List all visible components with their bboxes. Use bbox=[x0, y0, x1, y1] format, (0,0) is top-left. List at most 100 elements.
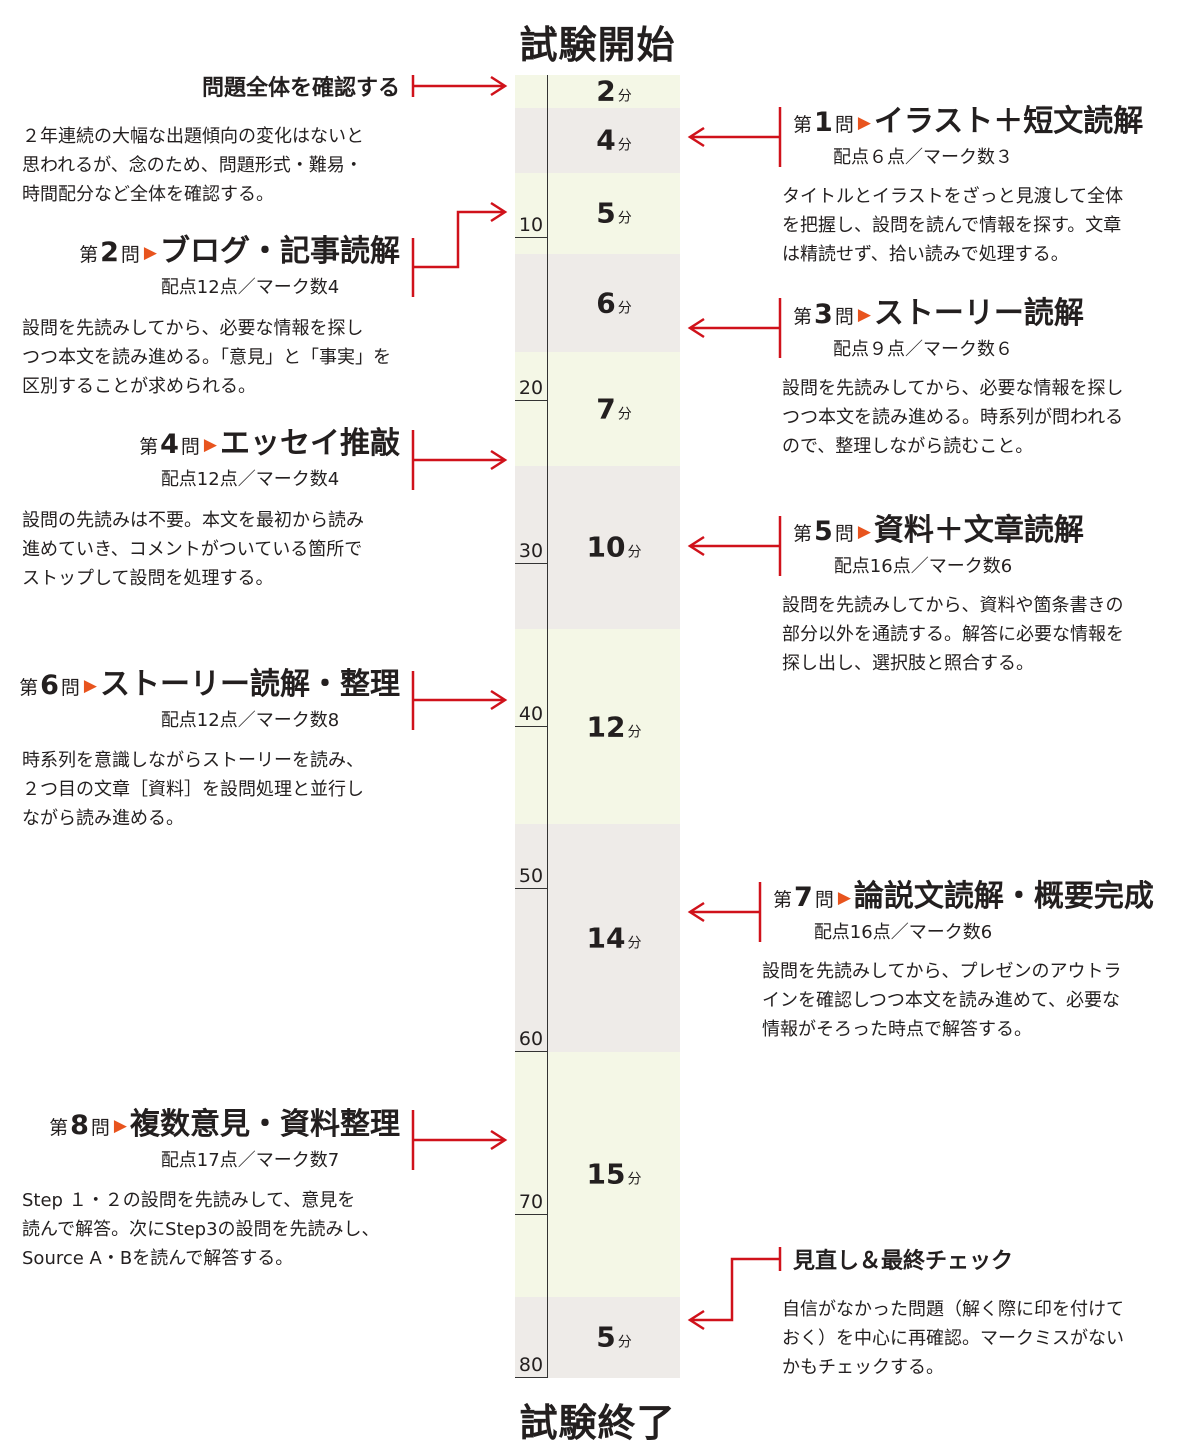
connector-arrow bbox=[490, 201, 508, 223]
description-line: つつ本文を読み進める。時系列が問われる bbox=[782, 407, 1124, 428]
description-text: 設問の先読みは不要。本文を最初から読み進めていき、コメントがついている箇所でスト… bbox=[22, 506, 364, 593]
connector-arrow bbox=[490, 689, 508, 711]
minute-tick-label: 50 bbox=[515, 864, 547, 890]
connector-arrow bbox=[490, 1129, 508, 1151]
description-text: 設問を先読みしてから、必要な情報を探しつつ本文を読み進める。時系列が問われるので… bbox=[782, 374, 1123, 461]
segment-minutes: 4 bbox=[596, 123, 616, 157]
connector-arrow bbox=[490, 449, 508, 471]
question-title: 論説文読解・概要完成 bbox=[853, 879, 1154, 914]
segment-minutes: 10 bbox=[586, 530, 626, 564]
description-line: 自信がなかった問題（解く際に印を付けて bbox=[782, 1299, 1124, 1320]
description-line: は精読せず、拾い読みで処理する。 bbox=[782, 244, 1069, 265]
minute-unit: 分 bbox=[617, 210, 632, 227]
triangle-right-icon: ▶ bbox=[837, 888, 851, 908]
description-line: 設問を先読みしてから、必要な情報を探し bbox=[22, 318, 364, 339]
score-info: 配点12点／マーク数4 bbox=[160, 469, 340, 490]
description-text: 時系列を意識しながらストーリーを読み、２つ目の文章［資料］を設問処理と並行しなが… bbox=[22, 746, 364, 833]
triangle-right-icon: ▶ bbox=[857, 305, 871, 325]
question-suffix: 問 bbox=[120, 244, 140, 266]
question-number: 7 bbox=[794, 882, 813, 913]
connector-arrow bbox=[690, 298, 782, 358]
connector-arrow bbox=[411, 1110, 505, 1170]
triangle-right-icon: ▶ bbox=[203, 435, 217, 455]
segment-minutes: 5 bbox=[596, 196, 616, 230]
minute-tick-label: 20 bbox=[515, 376, 547, 401]
score-info: 配点17点／マーク数7 bbox=[160, 1150, 340, 1171]
description-line: タイトルとイラストをざっと見渡して全体 bbox=[782, 186, 1124, 207]
description-line: ストップして設問を処理する。 bbox=[22, 568, 274, 589]
minute-unit: 分 bbox=[617, 300, 632, 317]
time-segment bbox=[515, 351, 680, 466]
minute-unit: 分 bbox=[617, 88, 632, 105]
question-number: 6 bbox=[40, 670, 59, 701]
description-line: インを確認しつつ本文を読み進めて、必要な bbox=[762, 990, 1121, 1011]
question-suffix: 問 bbox=[834, 523, 854, 545]
question-number: 2 bbox=[100, 237, 119, 268]
minute-tick-label: 10 bbox=[515, 213, 547, 238]
question-prefix: 第 bbox=[793, 114, 813, 136]
minute-unit: 分 bbox=[627, 935, 642, 952]
question-title: ストーリー読解・整理 bbox=[100, 667, 400, 702]
connector-arrow bbox=[690, 107, 782, 167]
description-text: 設問を先読みしてから、資料や箇条書きの部分以外を通読する。解答に必要な情報を探し… bbox=[782, 591, 1124, 678]
time-segment bbox=[515, 172, 680, 255]
connector-arrow bbox=[687, 901, 705, 923]
triangle-right-icon: ▶ bbox=[857, 522, 871, 542]
question-title: ブログ・記事読解 bbox=[160, 234, 400, 269]
section-title: 見直し＆最終チェック bbox=[793, 1249, 1014, 1274]
connector-arrow bbox=[690, 882, 762, 942]
triangle-right-icon: ▶ bbox=[857, 113, 871, 133]
description-line: ２つ目の文章［資料］を設問処理と並行し bbox=[22, 779, 364, 800]
score-info: 配点12点／マーク数4 bbox=[160, 277, 340, 298]
time-segment bbox=[515, 107, 680, 173]
connector-arrow bbox=[690, 1247, 782, 1322]
question-suffix: 問 bbox=[60, 677, 80, 699]
description-line: 思われるが、念のため、問題形式・難易・ bbox=[22, 155, 363, 176]
description-text: Step １・２の設問を先読みして、意見を読んで解答。次にStep3の設問を先読… bbox=[22, 1186, 380, 1273]
description-line: おく）を中心に再確認。マークミスがない bbox=[782, 1328, 1124, 1349]
time-segment bbox=[515, 824, 680, 1053]
segment-minutes: 14 bbox=[586, 921, 626, 955]
connector-arrow bbox=[690, 516, 782, 576]
exam-end-title: 試験終了 bbox=[519, 1401, 676, 1445]
minute-tick-label: 40 bbox=[515, 702, 547, 727]
question-title: ストーリー読解 bbox=[873, 296, 1084, 331]
connector-arrow bbox=[490, 75, 508, 97]
triangle-right-icon: ▶ bbox=[113, 1116, 127, 1136]
description-line: 時系列を意識しながらストーリーを読み、 bbox=[22, 750, 364, 771]
minute-unit: 分 bbox=[627, 724, 642, 740]
question-title-line: 見直し＆最終チェック bbox=[793, 1241, 1193, 1280]
connector-arrow bbox=[687, 535, 705, 557]
description-text: タイトルとイラストをざっと見渡して全体を把握し、設問を読んで情報を探す。文章は精… bbox=[782, 182, 1123, 269]
connector-arrow bbox=[687, 126, 705, 148]
description-line: 時間配分など全体を確認する。 bbox=[22, 184, 274, 205]
connector-arrow bbox=[687, 317, 705, 339]
question-suffix: 問 bbox=[814, 889, 834, 911]
description-text: 設問を先読みしてから、プレゼンのアウトラインを確認しつつ本文を読み進めて、必要な… bbox=[762, 957, 1121, 1044]
question-title: 複数意見・資料整理 bbox=[130, 1107, 400, 1142]
minute-unit: 分 bbox=[617, 137, 632, 154]
question-suffix: 問 bbox=[90, 1117, 110, 1139]
connector-arrow bbox=[411, 671, 505, 730]
description-line: Step １・２の設問を先読みして、意見を bbox=[22, 1190, 356, 1211]
time-segment bbox=[515, 254, 680, 352]
question-number: 1 bbox=[814, 107, 833, 138]
description-line: つつ本文を読み進める。「意見」と「事実」を bbox=[22, 347, 391, 368]
question-suffix: 問 bbox=[834, 306, 854, 328]
